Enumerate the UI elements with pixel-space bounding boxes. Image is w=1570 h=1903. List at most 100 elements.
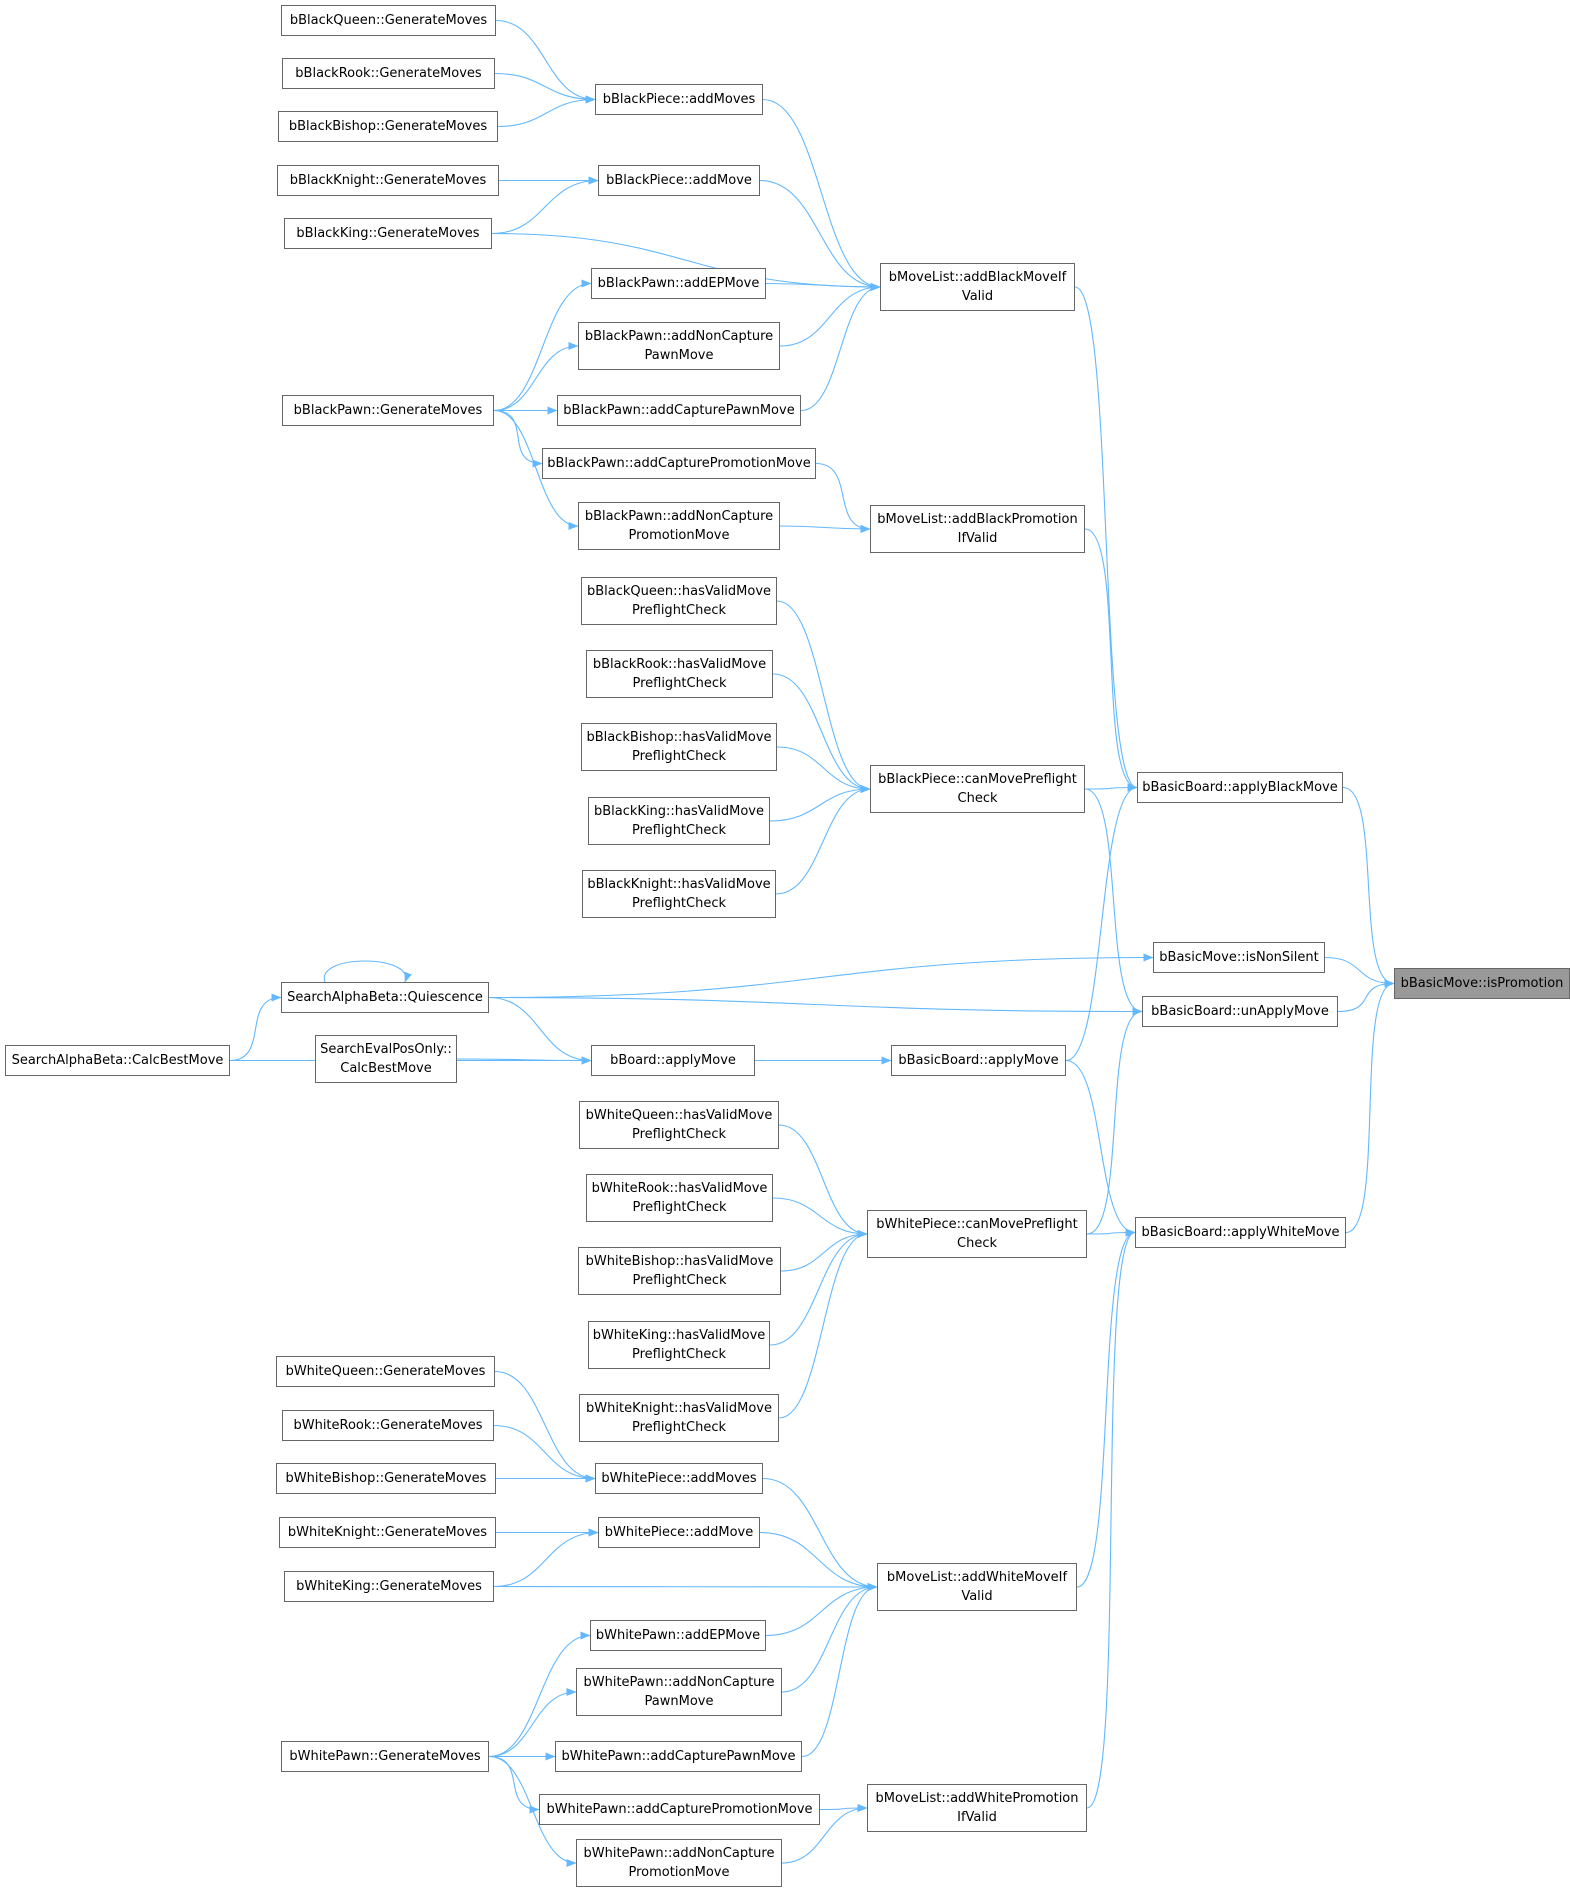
node-label: bWhiteQueen::GenerateMoves: [285, 1364, 486, 1379]
node-label: bBasicMove::isPromotion: [1400, 976, 1564, 991]
node-bk-gm[interactable]: bBlackKing::GenerateMoves: [284, 218, 492, 249]
node-label: SearchAlphaBeta::CalcBestMove: [11, 1053, 224, 1068]
node-sab-quiescence[interactable]: SearchAlphaBeta::Quiescence: [281, 982, 489, 1013]
node-label: bMoveList::addWhiteMoveIf: [886, 1570, 1068, 1585]
node-br-gm[interactable]: bBlackRook::GenerateMoves: [282, 58, 495, 89]
node-label: bMoveList::addBlackMoveIf: [888, 270, 1067, 285]
edge-wp-addnoncapprom-to-ml-addwhiteprom: [781, 1804, 868, 1864]
node-wk-gm[interactable]: bWhiteKing::GenerateMoves: [284, 1571, 494, 1602]
edge-bpiece-canmove-to-bb-applyblack: [1084, 783, 1138, 792]
node-label: bBlackPawn::addCapturePawnMove: [563, 403, 795, 418]
edge-br-gm-to-bpiece-addmoves: [494, 72, 596, 104]
node-bp-addcap[interactable]: bBlackPawn::addCapturePawnMove: [557, 395, 801, 426]
node-label: Valid: [961, 1589, 993, 1604]
node-bb-applyblack[interactable]: bBasicBoard::applyBlackMove: [1137, 772, 1343, 803]
edge-sab-quiescence-to-bm-isnonsilent: [488, 953, 1154, 999]
node-bp-addep[interactable]: bBlackPawn::addEPMove: [591, 268, 766, 299]
node-bm-isnonsilent[interactable]: bBasicMove::isNonSilent: [1153, 942, 1325, 973]
node-board-apply[interactable]: bBoard::applyMove: [591, 1045, 755, 1076]
edge-bn-pf-to-bpiece-canmove: [775, 785, 871, 895]
edge-wp-addep-to-ml-addwhite: [765, 1583, 878, 1637]
edge-wp-gm-to-wp-addnoncap: [488, 1688, 577, 1758]
node-label: bBlackKing::hasValidMove: [594, 804, 764, 819]
edge-bq-gm-to-bpiece-addmoves: [495, 19, 596, 104]
node-label: bBlackBishop::GenerateMoves: [288, 119, 488, 134]
node-bb-applywhite[interactable]: bBasicBoard::applyWhiteMove: [1135, 1217, 1346, 1248]
node-sepo-calcbest[interactable]: SearchEvalPosOnly::CalcBestMove: [315, 1035, 457, 1083]
node-label: Check: [957, 1236, 997, 1251]
node-wp-addcap[interactable]: bWhitePawn::addCapturePawnMove: [555, 1741, 802, 1772]
node-label: PreflightCheck: [631, 896, 727, 911]
node-bm-ispromotion[interactable]: bBasicMove::isPromotion: [1394, 968, 1570, 999]
edge-wpiece-canmove-to-bb-unapply: [1086, 1007, 1143, 1235]
node-bpiece-addmove[interactable]: bBlackPiece::addMove: [598, 165, 760, 196]
node-label: PreflightCheck: [632, 1200, 727, 1215]
edge-bp-gm-to-bp-addcapprom: [493, 409, 543, 468]
node-wpiece-addmove[interactable]: bWhitePiece::addMove: [598, 1517, 760, 1548]
node-label: PreflightCheck: [631, 823, 727, 838]
node-label: bWhitePiece::addMove: [604, 1525, 754, 1540]
node-wpiece-addmoves[interactable]: bWhitePiece::addMoves: [595, 1463, 763, 1494]
node-bb-unapply[interactable]: bBasicBoard::unApplyMove: [1142, 996, 1338, 1027]
node-wq-gm[interactable]: bWhiteQueen::GenerateMoves: [276, 1356, 495, 1387]
node-bq-gm[interactable]: bBlackQueen::GenerateMoves: [281, 5, 496, 36]
node-bb-apply[interactable]: bBasicBoard::applyMove: [891, 1045, 1066, 1076]
node-label: bWhitePawn::addCapturePromotionMove: [546, 1802, 813, 1817]
node-bp-addcapprom[interactable]: bBlackPawn::addCapturePromotionMove: [542, 448, 816, 479]
node-bn-gm[interactable]: bBlackKnight::GenerateMoves: [277, 165, 499, 196]
node-wn-gm[interactable]: bWhiteKnight::GenerateMoves: [279, 1517, 496, 1548]
node-label: bBlackPiece::addMoves: [602, 92, 756, 107]
node-bb-gm[interactable]: bBlackBishop::GenerateMoves: [278, 111, 498, 142]
node-label: bWhiteRook::hasValidMove: [591, 1181, 768, 1196]
node-label: PreflightCheck: [632, 1273, 727, 1288]
edge-bb-unapply-to-bm-ispromotion: [1337, 979, 1395, 1013]
node-label: IfValid: [957, 1810, 997, 1825]
edge-bm-isnonsilent-to-bm-ispromotion: [1324, 956, 1395, 988]
node-bpiece-addmoves[interactable]: bBlackPiece::addMoves: [595, 84, 763, 115]
node-sab-calcbest[interactable]: SearchAlphaBeta::CalcBestMove: [5, 1045, 230, 1076]
node-wr-gm[interactable]: bWhiteRook::GenerateMoves: [282, 1410, 494, 1441]
edge-wp-addcapprom-to-ml-addwhiteprom: [819, 1804, 868, 1813]
node-wp-gm[interactable]: bWhitePawn::GenerateMoves: [281, 1741, 489, 1772]
edge-br-pf-to-bpiece-canmove: [772, 673, 871, 793]
node-label: bWhiteKing::hasValidMove: [592, 1328, 766, 1343]
node-label: PromotionMove: [628, 1865, 730, 1880]
node-label: PreflightCheck: [631, 1127, 727, 1142]
edge-bp-addcapprom-to-ml-addblackprom: [815, 462, 871, 533]
node-bp-gm[interactable]: bBlackPawn::GenerateMoves: [282, 395, 494, 426]
node-label: bBasicBoard::applyMove: [898, 1053, 1059, 1068]
edge-ml-addwhiteprom-to-bb-applywhite: [1086, 1228, 1136, 1809]
node-label: IfValid: [957, 531, 998, 546]
node-label: bMoveList::addBlackPromotion: [877, 512, 1078, 527]
edge-bp-gm-to-bp-addnoncapprom: [493, 409, 579, 530]
node-label: CalcBestMove: [340, 1061, 432, 1076]
edge-wpiece-addmove-to-ml-addwhite: [759, 1531, 878, 1591]
node-wb-gm[interactable]: bWhiteBishop::GenerateMoves: [276, 1463, 496, 1494]
node-label: bBlackPawn::addCapturePromotionMove: [547, 456, 811, 471]
node-label: bWhitePawn::addNonCapture: [583, 1846, 775, 1861]
edge-bp-addep-to-ml-addblack: [765, 282, 881, 291]
node-wp-addcapprom[interactable]: bWhitePawn::addCapturePromotionMove: [539, 1794, 820, 1825]
node-wp-addep[interactable]: bWhitePawn::addEPMove: [590, 1620, 766, 1651]
node-label: bWhitePawn::addNonCapture: [583, 1675, 775, 1690]
